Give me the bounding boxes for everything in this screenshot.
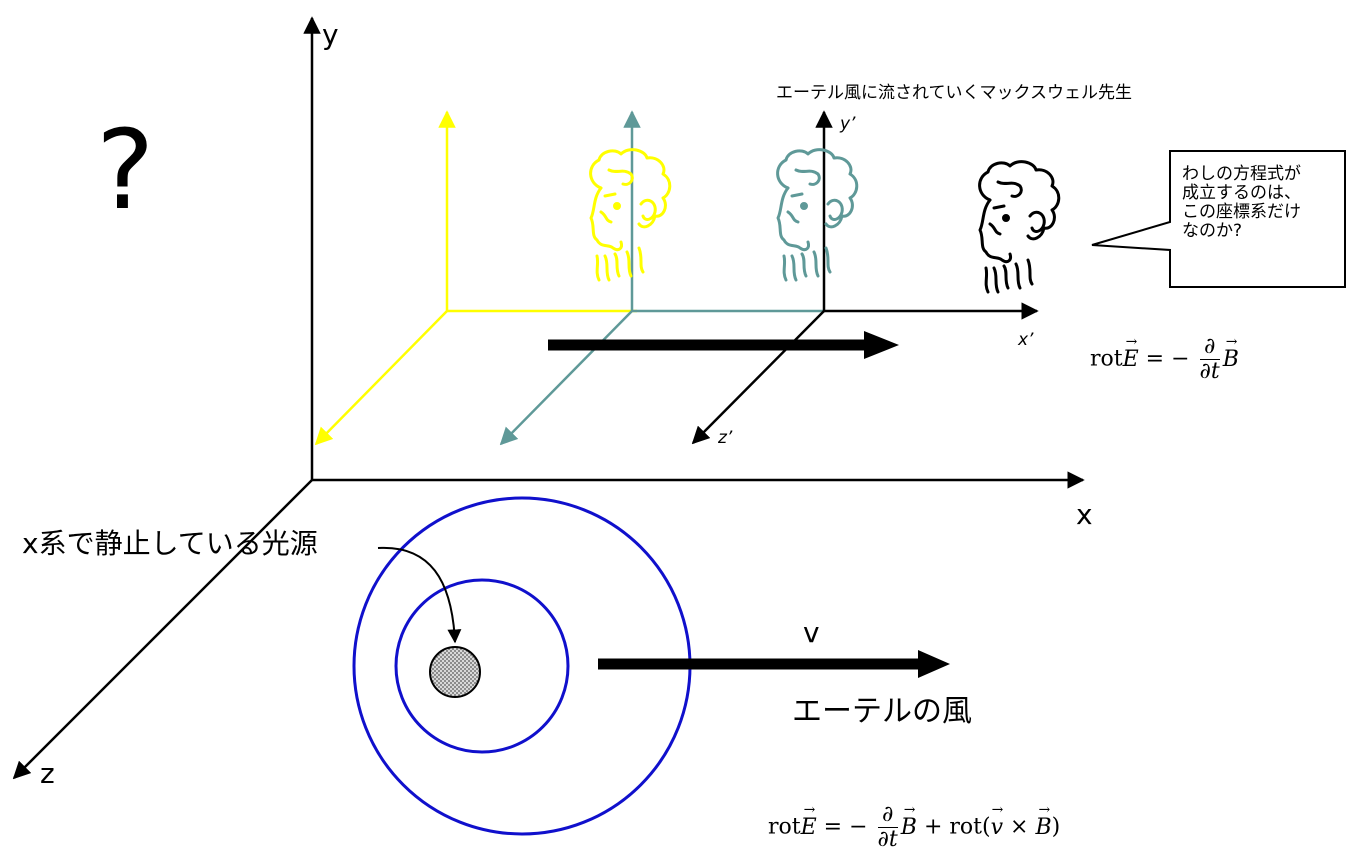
eq2-v: →v bbox=[990, 801, 1004, 840]
label-pointer bbox=[377, 546, 462, 644]
speech-bubble bbox=[1091, 150, 1346, 288]
equation-rest-frame: rot→E = − ∂∂t→B + rot(→v × →B) bbox=[768, 801, 1061, 852]
frame-teal bbox=[499, 110, 825, 446]
eq1-den: ∂t bbox=[1199, 359, 1220, 384]
maxwell-head-black bbox=[978, 160, 1061, 294]
moving-x-label: x’ bbox=[1018, 330, 1034, 350]
equation-moving-frame: rot→E = − ∂∂t→B bbox=[1090, 333, 1239, 384]
main-axes bbox=[12, 16, 1085, 780]
moving-y-label: y’ bbox=[840, 114, 856, 134]
ether-wind-arrow bbox=[598, 650, 950, 678]
main-z-label: z bbox=[40, 757, 55, 790]
light-source-label: x系で静止している光源 bbox=[22, 527, 318, 560]
frame-moving bbox=[691, 110, 1039, 445]
motion-arrow bbox=[548, 331, 899, 359]
eq2-num: ∂ bbox=[877, 803, 898, 828]
maxwell-head-yellow bbox=[589, 148, 672, 282]
eq1-fraction: ∂∂t bbox=[1199, 335, 1220, 384]
main-z-axis bbox=[12, 479, 313, 780]
eq2-equals: = − bbox=[823, 814, 868, 840]
maxwell-head-teal bbox=[776, 148, 859, 282]
light-source bbox=[429, 646, 481, 698]
eq2-close: ) bbox=[1051, 814, 1061, 840]
diagram-title: エーテル風に流されていくマックスウェル先生 bbox=[776, 83, 1132, 103]
eq1-equals: = − bbox=[1145, 346, 1190, 372]
eq1-num: ∂ bbox=[1199, 335, 1220, 360]
eq2-times: × bbox=[1010, 814, 1029, 840]
ether-wind-label: エーテルの風 bbox=[792, 694, 972, 729]
frame-yellow bbox=[314, 110, 637, 446]
eq1-field: →E bbox=[1122, 333, 1139, 372]
question-mark: ? bbox=[96, 106, 155, 234]
eq1-rot: rot bbox=[1090, 346, 1123, 372]
eq2-b: →B bbox=[1035, 801, 1052, 840]
eq2-rot: rot bbox=[768, 814, 801, 840]
eq2-rhs-field: →B bbox=[900, 801, 917, 840]
eq1-rhs-field: →B bbox=[1222, 333, 1239, 372]
eq2-field: →E bbox=[800, 801, 817, 840]
wave-inner bbox=[394, 578, 570, 754]
speech-bubble-text: わしの方程式が 成立するのは、 この座標系だけ なのか? bbox=[1182, 164, 1301, 241]
main-x-label: x bbox=[1076, 498, 1093, 531]
moving-z-label: z’ bbox=[718, 428, 733, 448]
eq2-fraction: ∂∂t bbox=[877, 803, 898, 852]
eq2-den: ∂t bbox=[877, 827, 898, 852]
main-y-label: y bbox=[322, 18, 339, 51]
velocity-label: v bbox=[803, 616, 820, 649]
eq2-plus-rot: + rot( bbox=[923, 814, 991, 840]
